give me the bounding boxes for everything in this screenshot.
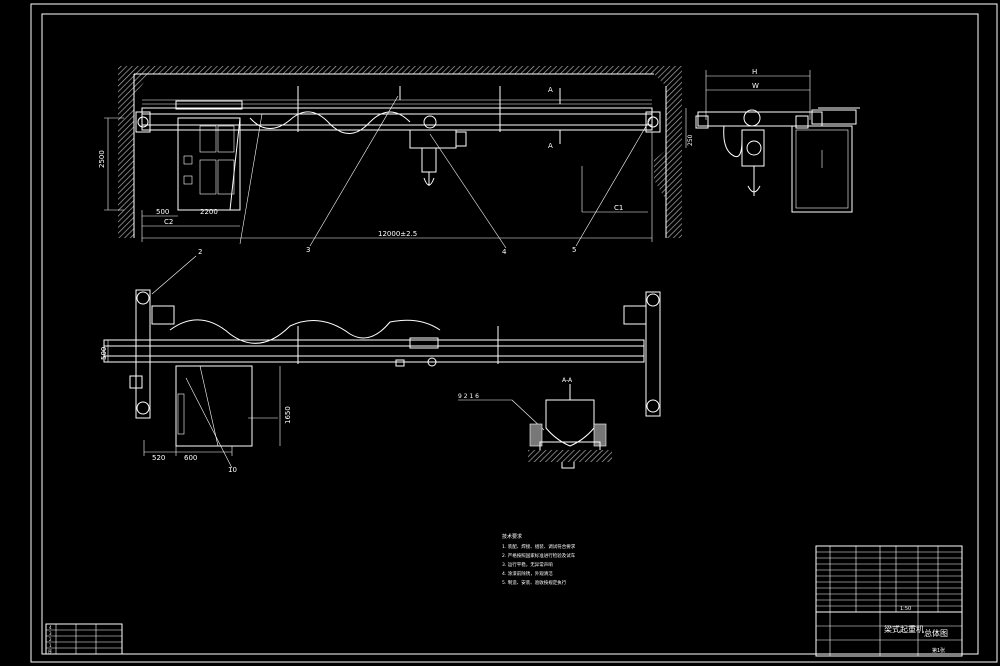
revision-row-label: 3 (49, 631, 52, 636)
callout-4: 4 (502, 248, 507, 256)
dim-span: 12000±2.5 (378, 230, 417, 238)
section-a-a-detail (458, 384, 612, 469)
revision-table: 4 3 2 1 序 (45, 623, 123, 655)
outer-border (30, 3, 998, 663)
section-label-a-top: A (548, 86, 553, 94)
callout-sequence: 9 2 1 6 (458, 393, 479, 400)
dim-600: 600 (184, 454, 197, 462)
dim-500-top: 500 (156, 208, 169, 216)
revision-row-label: 2 (49, 637, 52, 642)
revision-row-label: 4 (49, 625, 52, 630)
title-block-name: 梁式起重机 (884, 624, 924, 634)
title-block-drawing: 总体图 (924, 628, 948, 638)
revision-row-label: 1 (49, 643, 52, 648)
plan-view (103, 255, 661, 469)
dim-2200: 2200 (200, 208, 218, 216)
inner-border (41, 13, 979, 655)
title-block: 梁式起重机 总体图 1:50 第1张 (815, 545, 963, 657)
dim-height-left: 2500 (98, 150, 106, 168)
callout-10: 10 (228, 466, 237, 474)
dim-c1: C1 (614, 204, 623, 212)
notes-heading: 技术要求 (502, 533, 522, 540)
section-detail-title: A-A (562, 377, 573, 384)
dim-500-plan: 500 (100, 347, 108, 360)
front-elevation-view (104, 66, 687, 249)
technical-notes: 技术要求 1. 装配、焊接、组装、调试符合要求 2. 严格按照国家标准进行检验及… (502, 533, 576, 586)
side-view (695, 70, 860, 213)
notes-line: 3. 运行平稳，无异常声响 (502, 561, 553, 568)
title-block-scale: 1:50 (900, 606, 911, 612)
revision-row-label: 序 (48, 648, 52, 654)
dim-1650: 1650 (284, 406, 292, 424)
notes-line: 1. 装配、焊接、组装、调试符合要求 (502, 543, 576, 550)
notes-line: 5. 制造、安装、验收按规定执行 (502, 579, 567, 586)
notes-line: 2. 严格按照国家标准进行检验及试车 (502, 552, 576, 559)
callout-3: 3 (306, 246, 310, 254)
dim-w: W (752, 82, 759, 90)
dim-520: 520 (152, 454, 165, 462)
dim-c2: C2 (164, 218, 173, 226)
dim-250: 250 (687, 134, 694, 146)
notes-line: 4. 涂漆前除锈，外观清洁 (502, 570, 553, 577)
section-label-a-bottom: A (548, 142, 553, 150)
callout-2: 2 (198, 248, 202, 256)
title-block-sheet: 第1张 (932, 647, 945, 654)
dim-h: H (752, 68, 757, 76)
callout-5: 5 (572, 246, 576, 254)
